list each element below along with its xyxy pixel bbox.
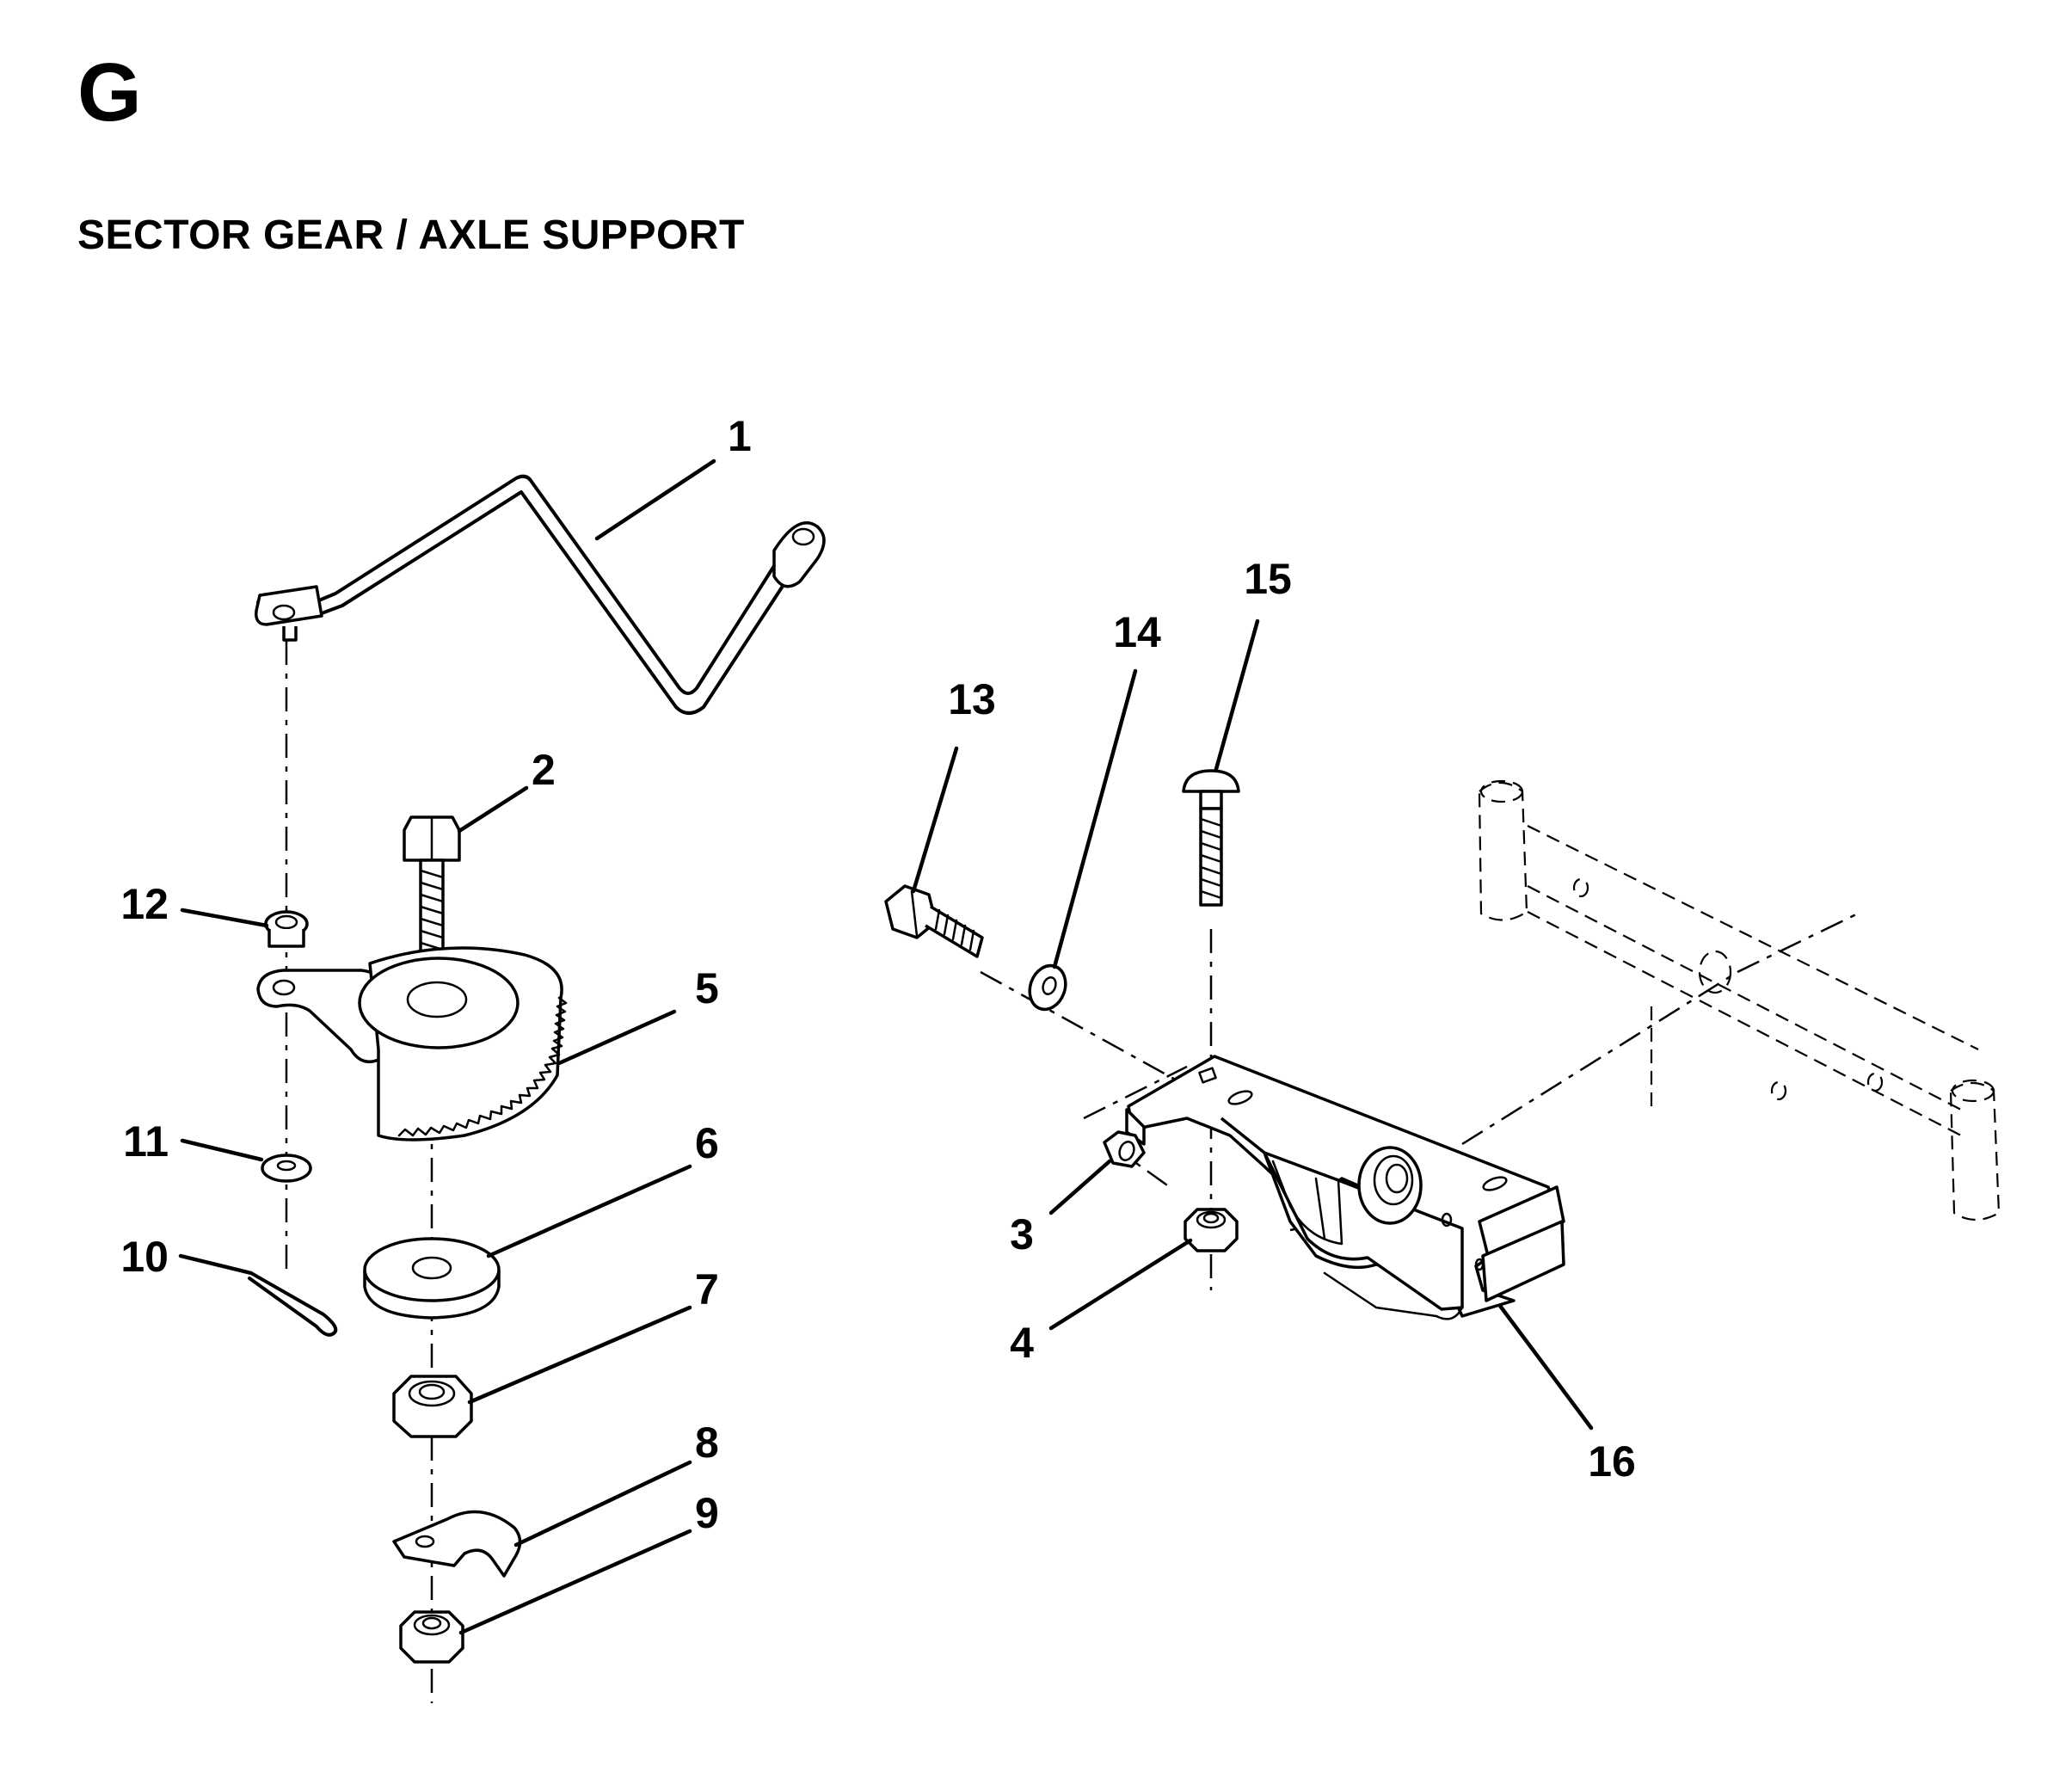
- part-8-clamp: [392, 1510, 522, 1578]
- callout-11: 11: [123, 1117, 169, 1166]
- section-title: SECTOR GEAR / AXLE SUPPORT: [77, 212, 745, 258]
- callout-10: 10: [120, 1233, 169, 1281]
- callout-14: 14: [1113, 608, 1161, 656]
- section-letter: G: [77, 46, 142, 138]
- part-13-hex-bolt: [884, 884, 984, 958]
- part-10-cotter-pin: [248, 1271, 338, 1337]
- part-11-washer: [261, 1154, 312, 1183]
- part-4-hex-nut: [1184, 1208, 1239, 1252]
- callout-16: 16: [1588, 1437, 1636, 1486]
- callout-12: 12: [120, 880, 169, 928]
- axle-phantom-outline: [1478, 779, 2001, 1221]
- leader-lines: [178, 458, 1594, 1635]
- part-12-flange-nut: [264, 910, 309, 948]
- part-9-hex-nut: [399, 1610, 464, 1664]
- callout-13: 13: [948, 675, 996, 723]
- part-7-hex-nut: [392, 1375, 473, 1438]
- part-14-washer: [1028, 963, 1067, 1012]
- part-15-carriage-bolt: [1182, 769, 1240, 907]
- callout-2: 2: [532, 746, 556, 794]
- callout-3: 3: [1010, 1210, 1034, 1258]
- callout-1: 1: [728, 412, 752, 460]
- callout-6: 6: [695, 1119, 719, 1167]
- callout-4: 4: [1010, 1319, 1034, 1367]
- callout-7: 7: [695, 1265, 719, 1314]
- part-3-nut: [1103, 1130, 1146, 1168]
- part-16-axle-support: [1125, 1055, 1565, 1320]
- part-5-sector-gear: [256, 946, 568, 1141]
- part-2-hex-bolt: [403, 815, 461, 965]
- callout-8: 8: [695, 1418, 719, 1467]
- callout-9: 9: [695, 1489, 719, 1537]
- callout-numbers: 1 2 3 4 5 6 7 8 9 10 11 12 13 14 15 16: [120, 412, 1635, 1537]
- callout-5: 5: [695, 964, 719, 1012]
- part-1-drag-link: [255, 474, 826, 715]
- part-6-spacer-washer: [363, 1237, 501, 1320]
- callout-15: 15: [1244, 555, 1292, 603]
